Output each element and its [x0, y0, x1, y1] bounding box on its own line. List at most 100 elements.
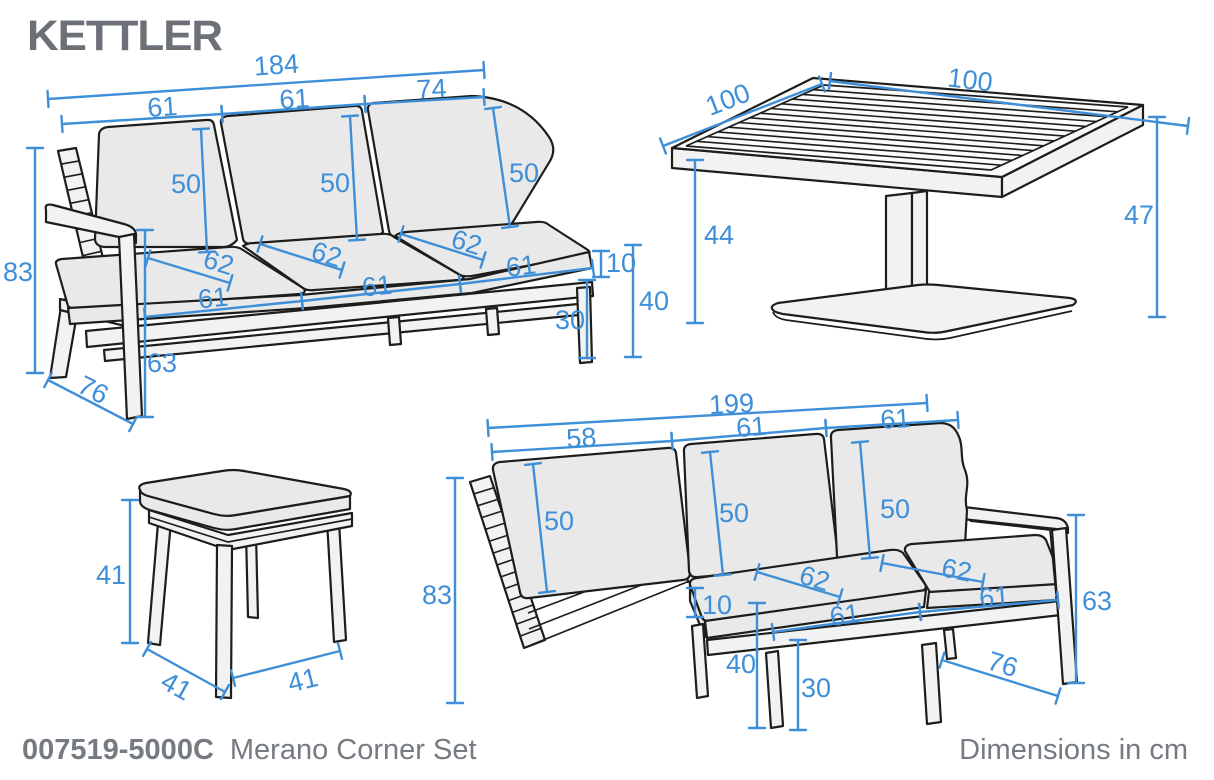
dim-corner-back-width-1: [490, 439, 674, 454]
dimension-tick: [479, 251, 487, 269]
mid-leg-1: [386, 315, 403, 347]
dimension-tick: [229, 669, 237, 687]
units-note: Dimensions in cm: [959, 734, 1188, 766]
mid-leg-2: [484, 306, 501, 337]
dim-sofa1-depth: [46, 378, 135, 426]
dim-stool-base-depth: [145, 647, 227, 694]
dimension-tick: [144, 249, 152, 267]
dim-corner-cushion-height-1: [531, 462, 549, 594]
lattice-rung: [70, 198, 89, 205]
dimension-tick: [918, 602, 922, 622]
lattice-rung: [477, 498, 499, 507]
dim-sofa1-seat-width-1: [143, 299, 304, 319]
dim-corner-cushion-height-2-label: 50: [719, 498, 749, 528]
dimension-tick: [128, 415, 138, 433]
dim-corner-total-width-label: 199: [708, 388, 755, 420]
lattice-rung: [64, 173, 83, 178]
table-slat: [696, 140, 1002, 166]
dim-corner-back-width-2: [670, 426, 828, 443]
dim-sofa1-seat-depth-1: [146, 256, 232, 285]
dim-corner-seat-depth-2-label: 62: [939, 553, 974, 588]
dim-sofa1-seat-height-label: 40: [639, 286, 669, 316]
sofa-left-arm-drawing: [44, 94, 595, 421]
lattice-rung: [60, 160, 80, 165]
lattice-rung: [473, 486, 495, 495]
dim-corner-cushion-height-1-label: 50: [544, 506, 574, 536]
dim-corner-back-width-3-label: 61: [879, 403, 911, 435]
dimension-tick: [142, 307, 148, 327]
dimension-tick: [956, 410, 960, 430]
lattice-rung: [485, 522, 506, 531]
dim-sofa1-back-width-3-label: 74: [416, 73, 448, 105]
dimension-tick: [938, 651, 946, 669]
dim-sofa1-back-width-2: [220, 102, 367, 116]
dimension-tick: [850, 440, 870, 444]
table-slat: [792, 98, 1097, 123]
table-dimensions: 100 100 44 47: [658, 62, 1191, 325]
corner-side-rail-4: [530, 579, 693, 646]
dim-corner-total-width: [486, 401, 929, 430]
dim-sofa1-seat-width-3: [458, 266, 595, 286]
dimension-tick: [658, 137, 668, 155]
dim-corner-depth-label: 76: [984, 646, 1022, 683]
pedestal-base-edge: [772, 310, 1073, 341]
lattice-rung: [512, 604, 534, 614]
dimension-tick: [1054, 687, 1062, 705]
dim-corner-cushion-thickness-label: 10: [702, 590, 732, 620]
lattice-rung: [82, 250, 102, 257]
dim-stool-base-width: [231, 649, 342, 680]
lattice-rung: [519, 627, 542, 637]
dim-sofa1-depth-label: 76: [73, 370, 113, 410]
dim-corner-seat-depth-1: [755, 570, 842, 599]
dim-sofa1-cushion-height-1: [199, 127, 209, 254]
table-slat: [770, 107, 1076, 132]
dim-sofa1-arm-height-label: 63: [147, 348, 177, 378]
armrest: [44, 203, 138, 245]
stool-leg-right: [325, 519, 348, 644]
dim-sofa1-seat-depth-3: [399, 232, 485, 262]
dimension-tick: [817, 75, 827, 93]
dimension-tick: [523, 461, 543, 467]
table-slat: [739, 121, 1044, 147]
dimension-tick: [46, 89, 50, 109]
dim-sofa1-total-width: [46, 68, 486, 101]
dim-corner-depth: [940, 658, 1060, 698]
dim-corner-back-width-2-label: 61: [735, 411, 768, 444]
dim-corner-cushion-height-2: [708, 450, 725, 577]
dim-sofa1-cushion-height-1-label: 50: [171, 169, 201, 199]
dimension-tick: [220, 104, 224, 124]
sofa-left-arm-dimensions: 184 61 61 74 50 50 50 83 63 76 62 62 62: [3, 48, 669, 433]
dim-table-top-width: [828, 79, 1190, 128]
dimension-tick: [500, 224, 520, 230]
dimension-tick: [457, 274, 463, 294]
dimension-tick: [197, 250, 217, 254]
dimension-tick: [537, 589, 557, 595]
right-rear-leg: [575, 285, 594, 365]
table-slat: [802, 93, 1107, 118]
stool-leg-left: [146, 519, 173, 647]
dimension-tick: [256, 235, 264, 253]
table-slat: [728, 126, 1034, 152]
dimension-tick: [980, 572, 986, 592]
dim-corner-seat-depth-2: [880, 561, 985, 584]
table-top-inner-rim: [685, 84, 1129, 171]
base-rail: [84, 280, 595, 349]
product-name: Merano Corner Set: [229, 734, 477, 766]
dim-corner-cushion-height-3-label: 50: [880, 494, 910, 524]
lattice-rung: [516, 615, 538, 626]
dimension-tick: [1185, 116, 1191, 136]
dimension-tick: [363, 94, 367, 114]
brand-logo: KETTLER: [27, 12, 223, 60]
dim-sofa1-seat-width-3-label: 61: [504, 249, 537, 282]
dim-corner-arm-height-label: 63: [1082, 586, 1112, 616]
dimension-tick: [836, 588, 844, 606]
sofa-corner-dimensions: 199 58 61 61 50 50 50 83 10 40 30 62 62: [422, 388, 1112, 732]
dim-sofa1-cushion-height-2: [348, 114, 359, 242]
dim-stool-base-width-label: 41: [285, 662, 321, 698]
dim-sofa1-back-width-1: [60, 112, 224, 126]
dim-stool-height-label: 41: [96, 560, 126, 590]
dim-corner-seat-width-1-label: 61: [828, 598, 862, 632]
dim-table-height-to-frame-label: 44: [704, 220, 734, 250]
